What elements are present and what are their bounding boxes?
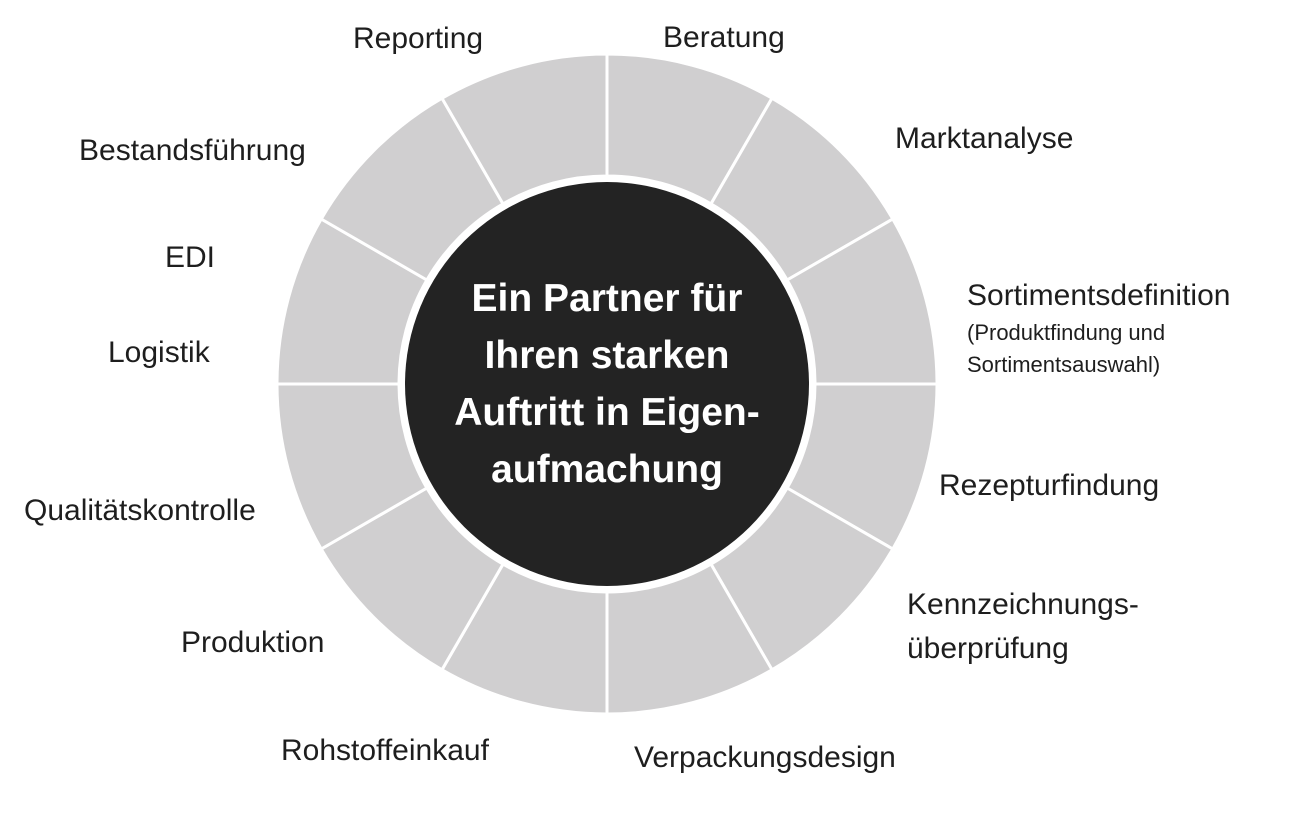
label-sortimentsdefinition: Sortimentsdefinition	[967, 279, 1231, 312]
label-marktanalyse: Marktanalyse	[895, 122, 1074, 155]
center-circle	[405, 182, 809, 586]
label-produktion: Produktion	[181, 626, 325, 659]
label-edi: EDI	[165, 241, 216, 274]
center-title: Ein Partner für Ihren starken Auftritt i…	[407, 270, 807, 498]
label-verpackungsdesign: Verpackungsdesign	[634, 741, 896, 774]
label-rohstoffeinkauf: Rohstoffeinkauf	[281, 734, 489, 767]
label-rezepturfindung: Rezepturfindung	[939, 469, 1160, 502]
label-kennzeichnung-1: Kennzeichnungs-	[907, 588, 1139, 621]
center-line: aufmachung	[491, 448, 723, 491]
label-logistik: Logistik	[108, 336, 210, 369]
ring-segment	[439, 52, 609, 206]
center-line: Ihren starken	[484, 334, 730, 377]
label-qualitaetskontrolle: Qualitätskontrolle	[24, 494, 256, 527]
label-sortimentsdefinition-sub2: Sortimentsauswahl)	[967, 352, 1161, 377]
label-reporting: Reporting	[353, 22, 484, 55]
center-line: Auftritt in Eigen-	[454, 391, 760, 434]
label-sortimentsdefinition-sub1: (Produktfindung und	[967, 320, 1166, 345]
label-beratung: Beratung	[663, 21, 785, 54]
label-bestandsfuehrung: Bestandsführung	[79, 134, 306, 167]
label-kennzeichnung-2: überprüfung	[907, 632, 1069, 665]
center-line: Ein Partner für	[471, 277, 743, 320]
